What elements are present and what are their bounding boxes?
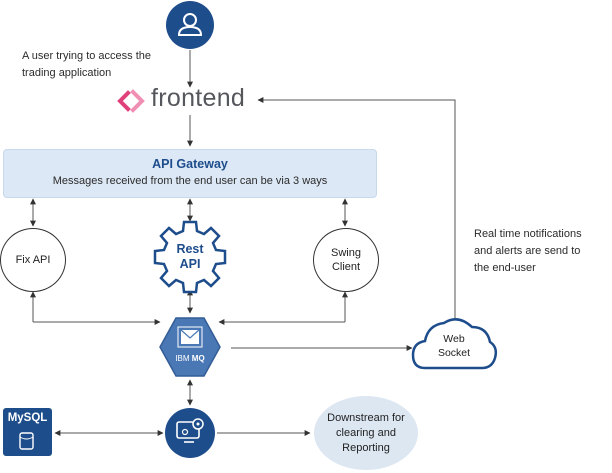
rest-api-label-line2: API	[179, 257, 201, 271]
mysql-label: MySQL	[7, 412, 48, 424]
user-note-line2: trading application	[22, 67, 112, 79]
gateway-title: API Gateway	[152, 157, 228, 171]
fix-api-node: Fix API	[0, 228, 66, 292]
rest-api-node: Rest API	[162, 242, 218, 272]
downstream-node: Downstream for clearing and Reporting	[314, 396, 418, 470]
downstream-line1: Downstream for	[327, 411, 405, 424]
user-note-line1: A user trying to access the	[22, 50, 152, 62]
notification-line1: Real time notifications	[474, 228, 582, 240]
cloud-icon	[411, 318, 498, 370]
frontend-logo-icon	[117, 89, 145, 113]
downstream-line2: clearing and	[336, 426, 396, 439]
swing-client-node: Swing Client	[313, 228, 379, 292]
downstream-line3: Reporting	[342, 441, 390, 454]
swing-client-line2: Client	[331, 261, 361, 273]
swing-client-line1: Swing	[331, 247, 361, 259]
user-icon	[166, 1, 214, 49]
websocket-line2: Socket	[437, 347, 471, 359]
ibm-mq-name: MQ	[191, 354, 205, 363]
ibm-mq-label: IBM MQ	[168, 354, 212, 364]
websocket-frontend-arrow	[257, 97, 456, 318]
notification-note: Real time notifications and alerts are s…	[474, 226, 582, 277]
ibm-mq-icon	[159, 317, 221, 377]
mysql-icon	[3, 408, 52, 456]
api-gateway-box: API Gateway Messages received from the e…	[3, 149, 377, 198]
websocket-node: Web Socket	[428, 332, 480, 360]
gateway-subtitle: Messages received from the end user can …	[52, 175, 328, 187]
rest-api-label-line1: Rest	[176, 242, 204, 256]
notification-line3: the end-user	[474, 262, 536, 274]
gear-icon	[153, 220, 227, 294]
notification-line2: and alerts are send to	[474, 245, 581, 257]
ibm-mq-prefix: IBM	[175, 354, 190, 363]
websocket-line1: Web	[443, 333, 465, 345]
user-note: A user trying to access the trading appl…	[22, 48, 151, 82]
frontend-logo: frontend	[151, 84, 246, 112]
processing-gear-icon	[165, 408, 215, 458]
fix-api-label: Fix API	[15, 254, 51, 266]
